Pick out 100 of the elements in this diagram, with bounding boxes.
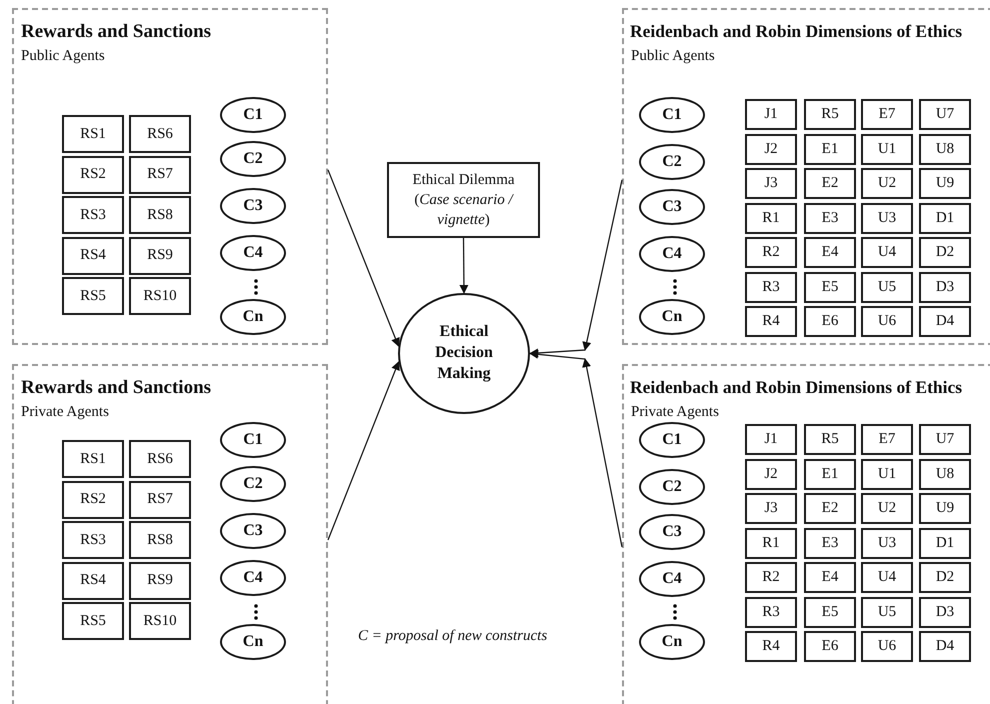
panel-title: Rewards and Sanctions [21,21,212,43]
item-box: U5 [861,272,913,302]
construct-ellipse: C1 [220,422,286,458]
construct-ellipse: C3 [220,188,286,224]
item-box: E7 [861,99,913,130]
construct-ellipse: C3 [639,189,705,225]
group-panel [622,8,990,345]
item-box: RS6 [129,115,191,153]
item-box: R2 [745,237,797,268]
item-box: U9 [919,168,971,199]
item-box: U7 [919,99,971,130]
arrow [530,180,623,358]
item-box: RS9 [129,236,191,274]
item-box: RS5 [62,602,124,640]
item-box: U2 [861,493,913,524]
construct-ellipse: C1 [639,422,705,458]
item-box: RS10 [129,602,191,640]
item-box: RS2 [62,156,124,194]
item-box: U5 [861,596,913,628]
item-box: RS10 [129,277,191,315]
item-box: D1 [919,202,971,234]
panel-subtitle: Private Agents [631,404,719,421]
item-box: E2 [804,168,856,199]
item-box: E7 [861,424,913,455]
construct-ellipse: C4 [220,560,286,596]
construct-ellipse: Cn [639,624,705,660]
item-box: RS7 [129,156,191,194]
panel-title: Rewards and Sanctions [21,377,212,399]
item-box: E1 [804,134,856,164]
item-box: RS6 [129,440,191,478]
arrow [530,350,623,548]
item-box: RS3 [62,196,124,234]
item-box: E3 [804,202,856,234]
item-box: E4 [804,562,856,593]
arrow [327,170,400,347]
item-box: E6 [804,306,856,337]
item-box: D4 [919,306,971,337]
construct-ellipse: C1 [639,97,705,133]
construct-ellipse: C2 [639,469,705,505]
item-box: U1 [861,134,913,164]
panel-title: Reidenbach and Robin Dimensions of Ethics [630,377,962,398]
panel-subtitle: Public Agents [21,48,105,65]
item-box: RS8 [129,521,191,559]
arrow [327,361,400,540]
box-text: (Case scenario / vignette) [413,190,515,230]
item-box: D4 [919,631,971,662]
item-box: RS1 [62,440,124,478]
item-box: RS3 [62,521,124,559]
item-box: R4 [745,306,797,337]
note-text: C = proposal of new constructs [358,628,548,645]
panel-title: Reidenbach and Robin Dimensions of Ethics [630,21,962,42]
item-box: RS2 [62,480,124,518]
construct-ellipse: C3 [220,513,286,549]
item-box: R1 [745,528,797,558]
group-panel [622,364,990,704]
construct-ellipse: Cn [639,299,705,335]
item-box: RS8 [129,196,191,234]
item-box: U1 [861,458,913,490]
item-box: U9 [919,493,971,524]
construct-ellipse: C2 [220,141,286,177]
item-box: U2 [861,168,913,199]
item-box: J2 [745,134,797,164]
item-box: R4 [745,631,797,662]
item-box: R2 [745,562,797,593]
item-box: U7 [919,424,971,455]
construct-ellipse: Cn [220,624,286,660]
item-box: D2 [919,237,971,268]
construct-ellipse: C3 [639,514,705,550]
item-box: R1 [745,202,797,234]
item-box: RS4 [62,562,124,600]
item-box: J3 [745,493,797,524]
item-box: RS4 [62,236,124,274]
construct-ellipse: C4 [639,561,705,597]
item-box: U4 [861,237,913,268]
item-box: J2 [745,458,797,490]
item-box: D3 [919,596,971,628]
item-box: RS1 [62,115,124,153]
item-box: E2 [804,493,856,524]
construct-ellipse: C4 [220,235,286,271]
construct-ellipse: C4 [639,236,705,272]
construct-ellipse: C2 [639,144,705,180]
item-box: E4 [804,237,856,268]
item-box: E6 [804,631,856,662]
item-box: E1 [804,458,856,490]
item-box: D2 [919,562,971,593]
construct-ellipse: Cn [220,299,286,335]
item-box: E5 [804,272,856,302]
item-box: J1 [745,424,797,455]
item-box: E5 [804,596,856,628]
item-box: R3 [745,272,797,302]
item-box: U8 [919,134,971,164]
item-box: D3 [919,272,971,302]
item-box: U3 [861,202,913,234]
item-box: RS5 [62,277,124,315]
process-box [387,162,540,238]
box-text: Ethical Dilemma [412,170,515,190]
item-box: D1 [919,528,971,558]
construct-ellipse: C2 [220,466,286,502]
panel-subtitle: Public Agents [631,48,715,65]
item-box: J1 [745,99,797,130]
